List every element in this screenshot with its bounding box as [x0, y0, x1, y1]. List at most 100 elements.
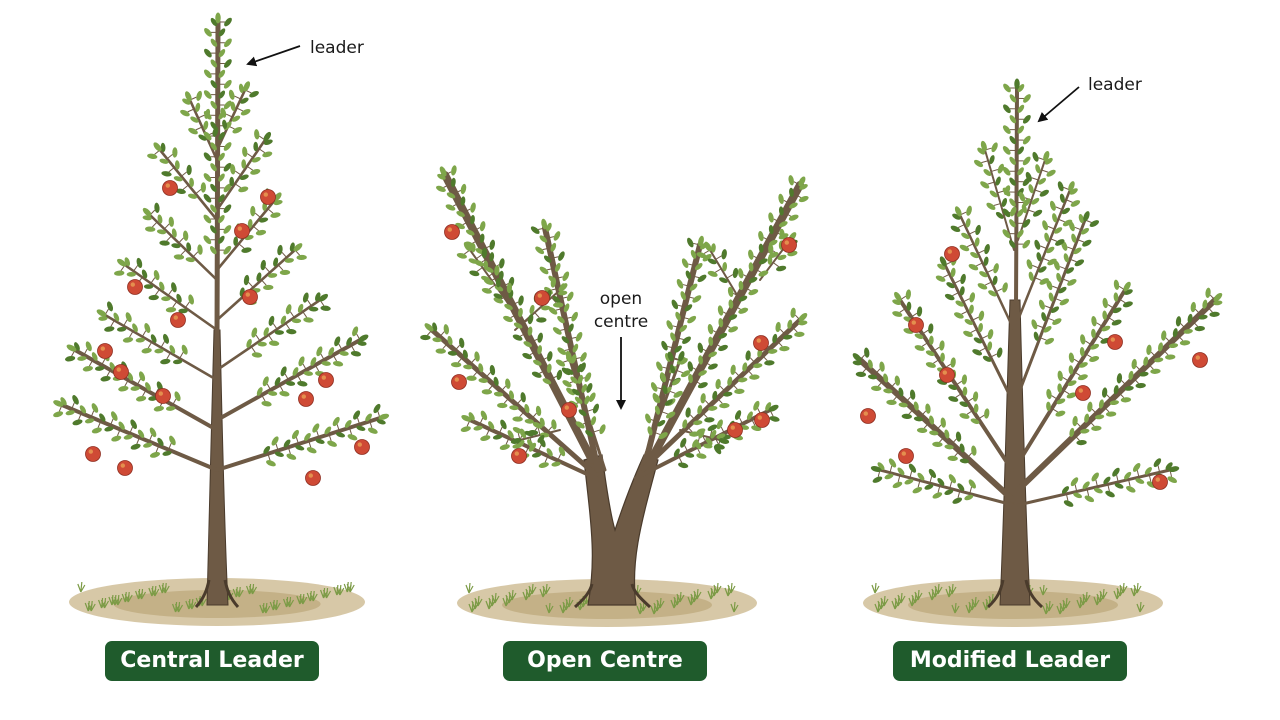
twig	[1207, 306, 1213, 313]
twig	[1065, 493, 1069, 501]
open-centre-tree: open centre	[420, 165, 809, 627]
leaf	[127, 372, 134, 381]
twig	[955, 380, 963, 386]
twig	[520, 332, 527, 337]
leaf	[694, 263, 703, 271]
leaf	[249, 91, 259, 98]
leaf	[378, 413, 390, 420]
twig	[1121, 380, 1127, 386]
leaf	[297, 380, 308, 387]
leaf	[929, 415, 935, 425]
leaf	[447, 336, 453, 346]
leaf	[218, 132, 225, 141]
branch	[1015, 297, 1218, 493]
leaf	[260, 259, 266, 271]
leaf	[693, 420, 703, 426]
twig	[682, 284, 690, 287]
apple-highlight	[1078, 388, 1084, 393]
branch	[1016, 188, 1072, 322]
leader-arrow	[1037, 86, 1080, 123]
leaf	[983, 169, 992, 176]
twig	[525, 446, 529, 454]
leaf	[1094, 414, 1105, 420]
leaf	[172, 359, 183, 365]
twig	[899, 308, 906, 313]
twig	[969, 486, 973, 494]
twig	[168, 167, 175, 173]
twig	[516, 399, 522, 406]
twig	[1055, 206, 1063, 210]
twig	[717, 398, 723, 404]
leaf	[203, 214, 212, 224]
leaf	[541, 305, 551, 311]
leaf	[135, 337, 145, 343]
leaf	[924, 484, 934, 490]
leaf	[527, 314, 534, 325]
leaf	[200, 182, 206, 193]
leaf	[1038, 177, 1047, 185]
leaf	[1128, 370, 1134, 381]
leaf	[187, 193, 198, 199]
leaf	[210, 142, 217, 151]
leaf	[153, 142, 162, 152]
leaf	[465, 229, 475, 236]
leaf	[509, 405, 519, 411]
leaf	[870, 465, 882, 472]
leaf	[748, 289, 759, 296]
twig	[443, 183, 451, 188]
twig	[529, 351, 537, 356]
twig	[272, 323, 278, 330]
leaf	[1003, 185, 1011, 195]
twig	[667, 345, 675, 349]
leaf	[652, 392, 659, 403]
twig	[763, 237, 770, 242]
leaf	[204, 108, 211, 119]
leaf	[719, 403, 730, 409]
leaf	[972, 391, 979, 402]
twig	[551, 256, 559, 259]
twig	[678, 456, 683, 463]
leaf	[789, 187, 794, 198]
apple-highlight	[537, 293, 542, 298]
leaf	[592, 403, 600, 414]
apple-highlight	[1195, 355, 1201, 360]
leaf	[527, 326, 533, 336]
leaf	[488, 421, 495, 430]
leaf	[171, 282, 177, 293]
apple	[451, 374, 467, 390]
twig	[1107, 316, 1115, 322]
twig	[953, 279, 961, 284]
leaf	[978, 323, 983, 333]
leaf	[1087, 401, 1093, 412]
leaf	[588, 392, 596, 403]
leaf	[154, 202, 160, 214]
leaf	[548, 307, 558, 315]
leaf	[1062, 219, 1073, 227]
twig	[1192, 321, 1199, 327]
apple-highlight	[357, 442, 362, 447]
twig	[702, 412, 708, 419]
leaf	[286, 453, 297, 460]
leaf	[688, 373, 693, 384]
leaf	[901, 413, 912, 419]
leaf	[536, 317, 547, 323]
leaf	[318, 293, 329, 302]
leaf	[993, 263, 999, 274]
leaf	[183, 230, 189, 241]
leaf	[680, 370, 691, 378]
twig	[968, 230, 976, 235]
leaf	[1089, 356, 1100, 362]
leaf	[877, 462, 885, 471]
twig	[551, 297, 557, 304]
twig	[961, 310, 969, 315]
leaf	[263, 445, 271, 454]
leaf	[130, 386, 140, 391]
apple-highlight	[1110, 337, 1116, 342]
leaf	[566, 387, 575, 396]
leaf	[1183, 328, 1193, 334]
leaf	[732, 267, 739, 279]
leaf	[723, 391, 733, 397]
leaf	[599, 424, 606, 435]
leaf	[1022, 219, 1031, 228]
leaf	[291, 429, 300, 440]
